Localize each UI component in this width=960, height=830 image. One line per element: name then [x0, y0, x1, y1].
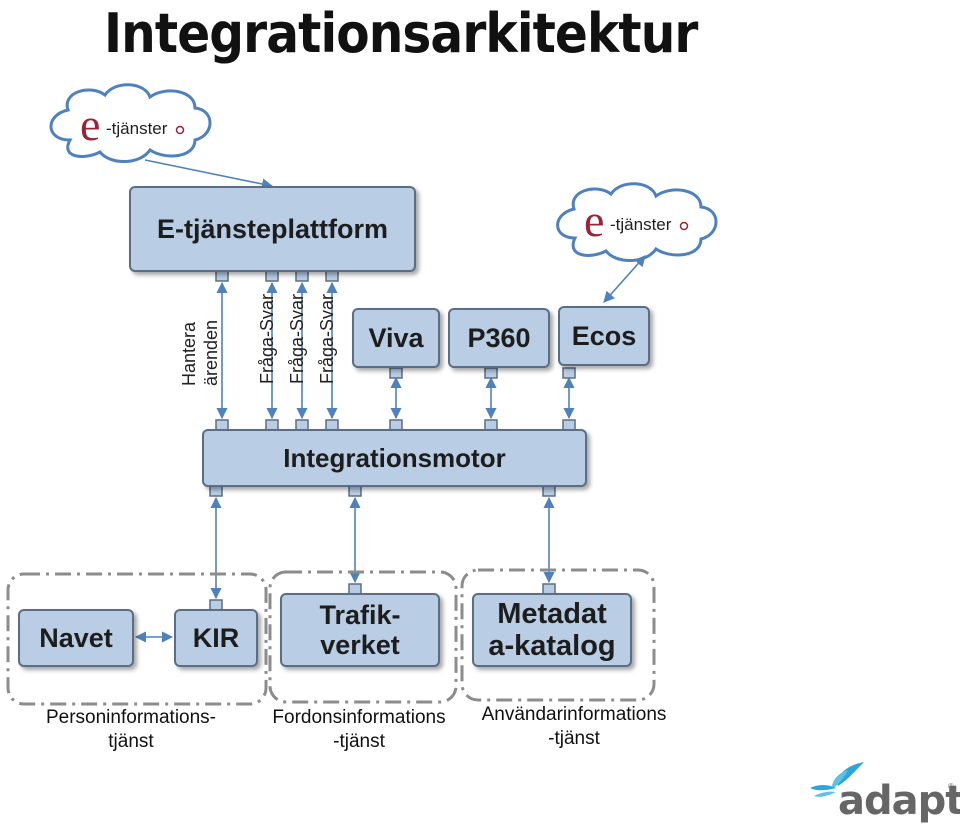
- caption-fordonsinformation-line1: Fordonsinformations: [272, 707, 446, 728]
- box-navet-label: Navet: [39, 622, 113, 653]
- cloud-right-e-letter: e: [584, 195, 604, 246]
- box-integrationsmotor: Integrationsmotor: [202, 429, 587, 487]
- box-viva: Viva: [352, 308, 440, 368]
- caption-anvandarinformation-line2: -tjänst: [548, 728, 600, 749]
- arrow-cloud-ecos: [603, 255, 646, 303]
- label-fraga-svar-3: Fråga-Svar: [317, 293, 337, 384]
- label-fraga-svar-1: Fråga-Svar: [257, 293, 277, 384]
- box-ecos: Ecos: [558, 306, 650, 366]
- box-p360-label: P360: [467, 322, 531, 353]
- box-viva-label: Viva: [368, 322, 424, 353]
- cloud-right-dot-icon: [679, 221, 689, 231]
- box-kir: KIR: [174, 609, 258, 667]
- adaptit-logo-text: adaptit: [838, 778, 960, 824]
- adaptit-logo-registered: ®: [948, 782, 954, 791]
- box-ecos-label: Ecos: [571, 320, 637, 351]
- adaptit-logo-icon: [810, 762, 864, 797]
- box-trafikverket: Trafik- verket: [280, 593, 440, 667]
- box-kir-label: KIR: [192, 622, 240, 653]
- box-p360: P360: [448, 308, 550, 368]
- page-title: Integrationsarkitektur: [104, 2, 698, 65]
- caption-personinformation-line1: Personinformations-: [45, 707, 217, 728]
- group-personinformation: [6, 572, 268, 706]
- box-metadatakatalog-line2: a-katalog: [488, 630, 616, 662]
- cloud-right-label: -tjänster: [610, 215, 672, 234]
- label-hantera-line1: Hantera: [179, 321, 199, 386]
- box-e-tjansteplattform: E-tjänsteplattform: [129, 186, 416, 272]
- arrow-cloud-to-platform: [144, 159, 274, 190]
- caption-anvandarinformation: Användarinformations -tjänst: [464, 703, 684, 751]
- cloud-left-e-letter: e: [80, 99, 100, 150]
- group-fordonsinformation: [268, 570, 458, 704]
- label-fraga-svar-2: Fråga-Svar: [287, 293, 307, 384]
- connector-ports: [209, 270, 576, 611]
- caption-personinformation-line2: tjänst: [108, 731, 154, 752]
- cloud-left-dot-icon: [175, 125, 185, 135]
- box-integrationsmotor-label: Integrationsmotor: [283, 442, 506, 473]
- box-metadatakatalog-line1: Metadat: [497, 598, 607, 630]
- cloud-e-tjanster-left: [49, 83, 212, 163]
- label-hantera-line2: ärenden: [201, 319, 221, 386]
- group-anvandarinformation: [460, 568, 656, 702]
- label-hantera: Hantera ärenden: [178, 320, 222, 386]
- caption-fordonsinformation-line2: -tjänst: [333, 731, 385, 752]
- box-metadatakatalog: Metadat a-katalog: [472, 593, 632, 667]
- caption-fordonsinformation: Fordonsinformations -tjänst: [256, 706, 462, 754]
- box-e-tjansteplattform-label: E-tjänsteplattform: [156, 213, 389, 244]
- box-trafikverket-line2: verket: [320, 630, 400, 660]
- caption-anvandarinformation-line1: Användarinformations: [481, 704, 667, 725]
- cloud-left-label: -tjänster: [106, 119, 168, 138]
- caption-personinformation: Personinformations- tjänst: [28, 706, 234, 754]
- box-trafikverket-line1: Trafik-: [319, 600, 401, 630]
- box-navet: Navet: [18, 609, 134, 667]
